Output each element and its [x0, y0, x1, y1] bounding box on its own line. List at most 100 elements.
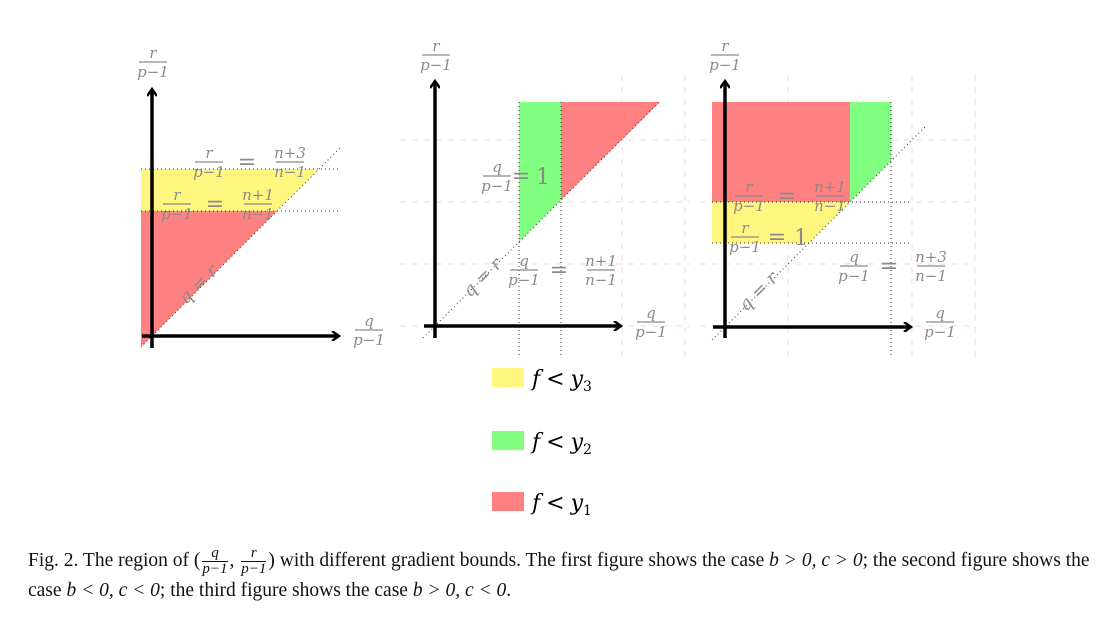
equation-operator: =: [550, 258, 568, 283]
y-axis-label: rp−1: [137, 44, 169, 81]
x-axis-label: qp−1: [635, 304, 667, 341]
fraction-denominator: p−1: [161, 205, 193, 223]
fraction-denominator: n−1: [915, 267, 947, 285]
x-axis-label: qp−1: [353, 312, 385, 349]
caption-math: b < 0, c < 0: [66, 580, 160, 601]
equation-operator: =: [778, 184, 796, 209]
caption-text: ) with different gradient bounds. The fi…: [268, 549, 770, 571]
fraction-denominator: p−1: [635, 323, 667, 341]
equation-upper: rp−1 = n+3n−1: [193, 144, 306, 181]
equation-operator: =: [206, 192, 224, 217]
equation-rhs: n+1n−1: [242, 186, 274, 223]
equation-operator: =: [768, 225, 786, 250]
fraction-numerator: r: [205, 144, 213, 162]
fraction: qp−1: [924, 304, 956, 341]
fraction-denominator: p−1: [420, 56, 452, 74]
equation-lhs: qp−1: [838, 248, 870, 285]
fraction-denominator: p−1: [729, 238, 761, 256]
legend-item-y2: f<y2: [492, 430, 592, 458]
fraction-denominator: n−1: [814, 197, 846, 215]
diagonal-line: [140, 147, 341, 348]
equation-rhs: 1: [536, 165, 550, 190]
equation-rhs: 1: [794, 226, 808, 251]
legend-swatch-red: [492, 492, 524, 511]
equation-lhs: rp−1: [729, 219, 761, 256]
region-yellow: [141, 169, 319, 211]
caption-text: Fig. 2. The region of (: [28, 549, 201, 571]
fraction-numerator: q: [492, 158, 502, 176]
equation-rhs: n+3n−1: [915, 248, 947, 285]
equation-lower: rp−1 = n+1n−1: [161, 186, 274, 223]
legend: f<y3 f<y2 f<y1: [492, 367, 592, 519]
fraction-numerator: q: [646, 304, 656, 322]
fraction-numerator: n+1: [242, 186, 274, 204]
fraction: qp−1: [635, 304, 667, 341]
caption-math: b > 0, c > 0: [769, 549, 863, 571]
equation-operator: =: [880, 254, 898, 279]
equation-rhs: n+1n−1: [585, 252, 617, 289]
equation-r-n1: rp−1 = n+1n−1: [733, 178, 846, 215]
fraction-denominator: p−1: [353, 331, 385, 349]
legend-swatch-yellow: [492, 368, 524, 387]
panel-3: rp−1 qp−1 q = r rp−1=n+1n−1 rp−1=1 qp−1=…: [700, 37, 976, 360]
fraction-numerator: q: [935, 304, 945, 322]
fraction: rp−1: [420, 37, 452, 74]
equation-rhs: n+1n−1: [814, 178, 846, 215]
caption-text: ,: [229, 549, 240, 571]
fraction-numerator: r: [745, 178, 753, 196]
caption-math: b > 0, c < 0: [412, 580, 507, 601]
fraction-numerator: r: [173, 186, 181, 204]
caption-text: .: [506, 580, 512, 601]
region-yellow: [712, 202, 850, 243]
equation-q-1: qp−1=1: [481, 158, 550, 195]
fraction-numerator: n+3: [915, 248, 947, 266]
fraction-denominator: p−1: [193, 163, 225, 181]
caption-text: ; the third figure shows the case: [159, 580, 413, 601]
legend-label: f<y3: [530, 367, 592, 395]
fraction-numerator: r: [432, 37, 440, 55]
fraction: rp−1: [137, 44, 169, 81]
equation-operator: =: [238, 150, 256, 175]
y-axis-label: rp−1: [420, 37, 452, 74]
fraction-numerator: r: [721, 37, 729, 55]
equation-rhs: n+3n−1: [274, 144, 306, 181]
equation-lhs: qp−1: [481, 158, 513, 195]
panel-1: rp−1 qp−1 q = r rp−1=n+3n−1 rp−1=n+1n−1: [137, 44, 385, 349]
diagonal-label: q = r: [459, 253, 508, 302]
region-red: [712, 102, 850, 202]
fraction-denominator: p−1: [481, 177, 513, 195]
diagonal-label: q = r: [735, 267, 784, 316]
y-axis-label: rp−1: [709, 37, 741, 74]
fraction-denominator: p−1: [709, 56, 741, 74]
equation-lhs: rp−1: [193, 144, 225, 181]
equation-lhs: rp−1: [733, 178, 765, 215]
fraction-denominator: n−1: [585, 271, 617, 289]
fraction-denominator: n−1: [242, 205, 274, 223]
panel-2: rp−1 qp−1 q = r qp−1=1 qp−1=n+1n−1: [400, 37, 690, 360]
fraction-denominator: p−1: [924, 323, 956, 341]
legend-label: f<y2: [530, 430, 592, 458]
fraction-numerator: n+1: [585, 252, 617, 270]
legend-label: f<y1: [530, 491, 592, 519]
legend-item-y1: f<y1: [492, 491, 592, 519]
legend-item-y3: f<y3: [492, 367, 592, 395]
fraction: qp−1: [353, 312, 385, 349]
fraction-numerator: q: [849, 248, 859, 266]
fraction-denominator: p−1: [137, 63, 169, 81]
fraction-numerator: q: [364, 312, 374, 330]
fraction-numerator: n+3: [274, 144, 306, 162]
caption-text: ; the second figure shows the case: [28, 549, 1090, 601]
fraction-denominator: p−1: [838, 267, 870, 285]
fraction: rp−1: [709, 37, 741, 74]
fraction-denominator: n−1: [274, 163, 306, 181]
equation-q-n1: qp−1 = n+1n−1: [508, 252, 617, 289]
equation-lhs: qp−1: [508, 252, 540, 289]
fraction-denominator: p−1: [508, 271, 540, 289]
equation-operator: =: [512, 164, 530, 189]
fraction-numerator: r: [741, 219, 749, 237]
legend-swatch-green: [492, 431, 524, 450]
